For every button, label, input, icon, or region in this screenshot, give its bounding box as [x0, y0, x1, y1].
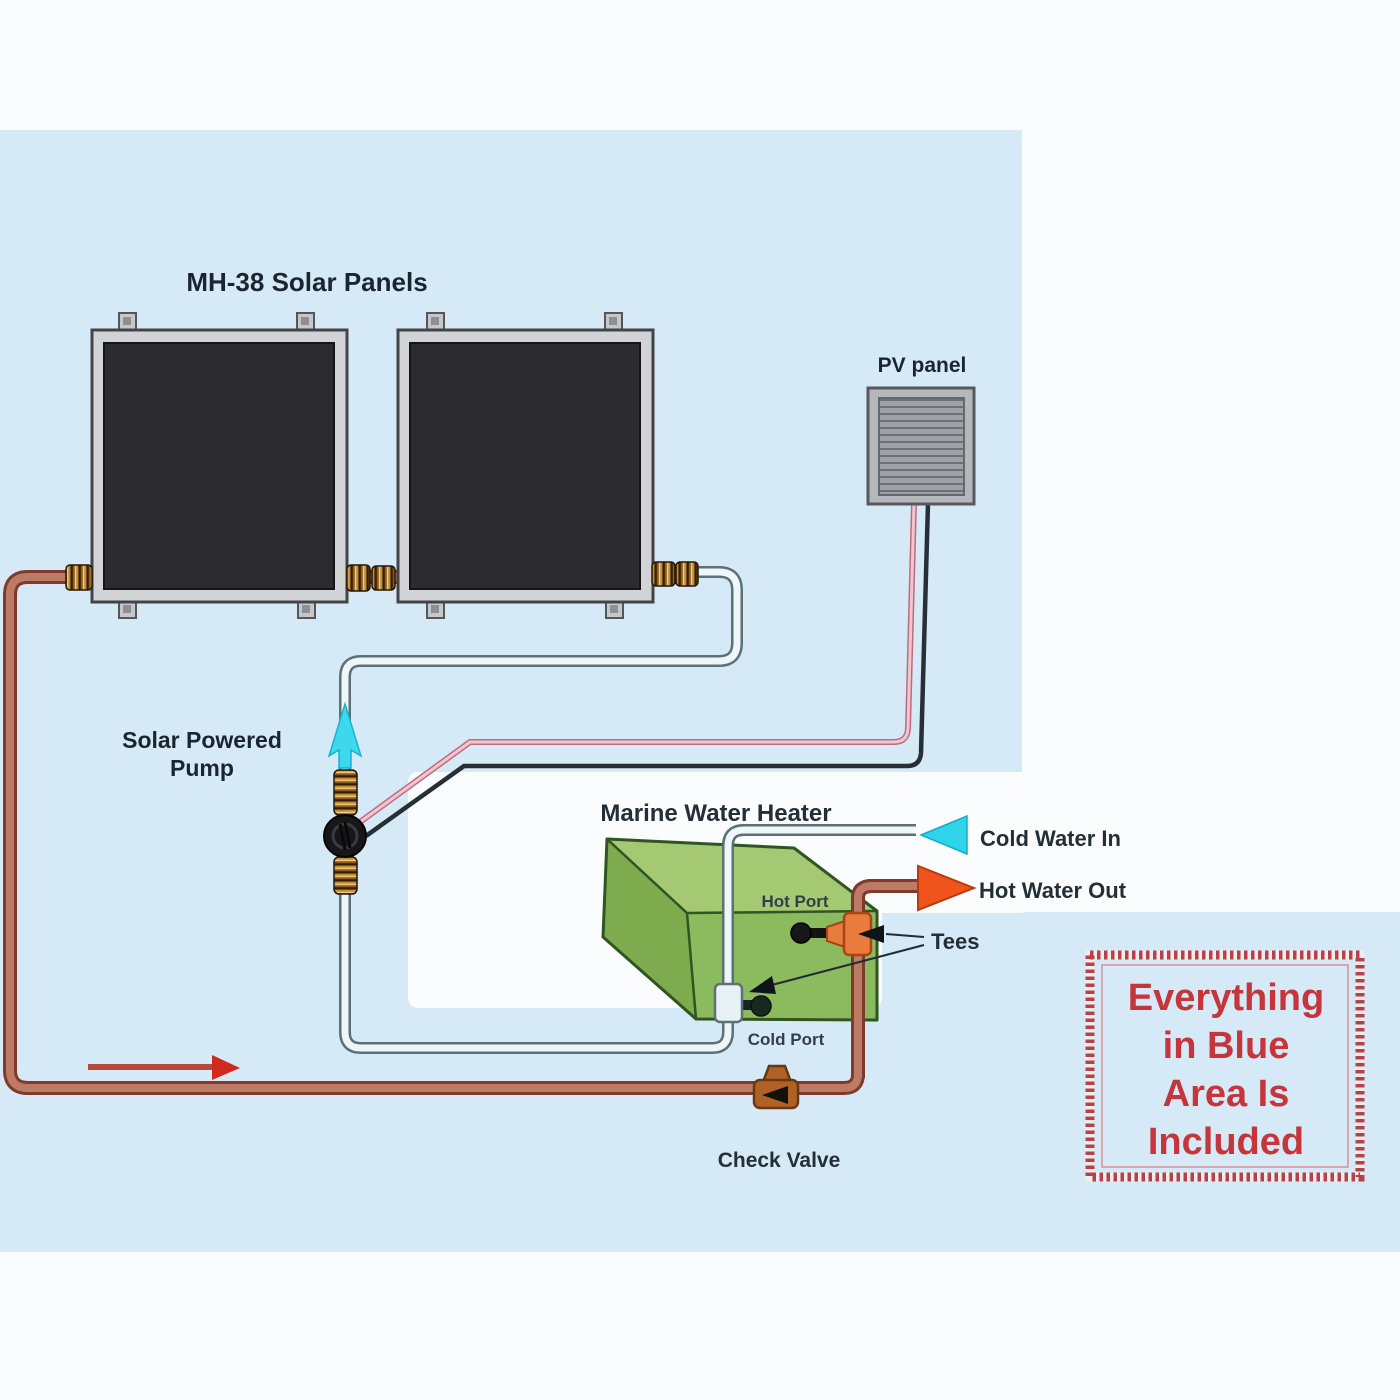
hot-water-pipe-overlay [851, 879, 918, 1078]
pump-label-line2: Pump [170, 755, 234, 781]
cold-water-pipe-overlay [722, 824, 916, 1028]
hot-tee [790, 911, 873, 957]
flow-right-arrow [88, 1055, 240, 1080]
hot-water-label: Hot Water Out [979, 878, 1127, 903]
pump-label-line1: Solar Powered [122, 727, 282, 753]
brass-fitting [651, 561, 676, 587]
tees-pointer-cold [749, 944, 925, 994]
pv-panel [866, 386, 976, 506]
heater-label: Marine Water Heater [600, 800, 831, 827]
pv-panel-label: PV panel [878, 354, 967, 377]
callout-line-1: Everything [1128, 977, 1324, 1019]
tee-knob [790, 922, 812, 944]
brass-fitting [333, 856, 358, 895]
cold-tee [713, 982, 772, 1024]
tees-label: Tees [931, 929, 980, 954]
brass-fitting [675, 561, 699, 587]
pointer-arrowhead [749, 976, 776, 994]
check-valve-arrow [762, 1086, 788, 1104]
callout-line-4: Included [1148, 1121, 1304, 1163]
hot-port-label: Hot Port [761, 892, 828, 911]
panel-return-pipe [339, 566, 743, 1054]
panel-absorber [409, 342, 641, 590]
callout-line-3: Area Is [1163, 1073, 1290, 1115]
tee-knob [750, 995, 772, 1017]
callout-line-2: in Blue [1163, 1025, 1290, 1067]
brass-fitting [346, 564, 371, 592]
brass-fittings [65, 561, 699, 895]
hot-water-out-arrow [917, 864, 977, 912]
check-valve-label: Check Valve [718, 1149, 841, 1172]
pv-cells [878, 397, 965, 496]
heater-top-face [607, 839, 877, 913]
pv-wire-black [364, 502, 931, 838]
brass-fitting [371, 565, 396, 591]
solar-panel-2 [396, 312, 655, 619]
cold-water-in-arrow [919, 814, 968, 856]
solar-panel-1 [90, 312, 349, 619]
brass-fitting [65, 564, 93, 591]
pv-wire-pink [358, 502, 917, 825]
panel-title: MH-38 Solar Panels [186, 267, 427, 297]
pump [323, 814, 367, 858]
cold-water-label: Cold Water In [980, 826, 1121, 851]
tees-pointer-hot [858, 925, 925, 943]
brass-fitting [333, 769, 358, 816]
cold-port-label: Cold Port [748, 1030, 825, 1049]
blue-included-area-bottom [1022, 912, 1400, 1252]
callout-box: Everything in Blue Area Is Included [1085, 950, 1365, 1182]
heater-side-face [603, 839, 696, 1019]
panel-absorber [103, 342, 335, 590]
flow-up-arrow [327, 701, 363, 769]
check-valve [752, 1064, 800, 1110]
pointer-arrowhead [858, 925, 884, 943]
